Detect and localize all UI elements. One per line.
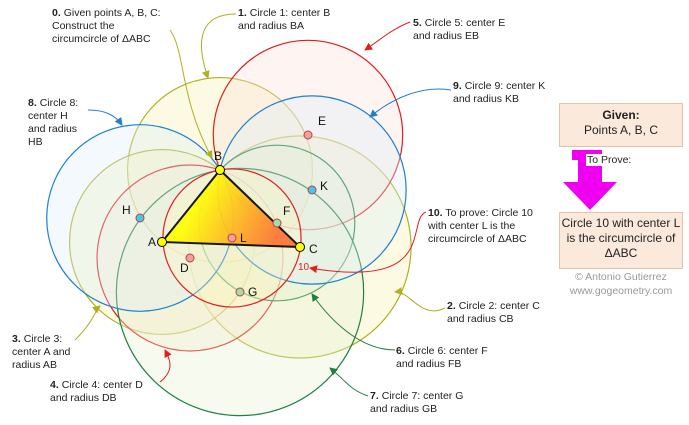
step-10-label: 10. To prove: Circle 10 with center L is… [428, 207, 533, 245]
leader-arrow-6 [311, 293, 396, 351]
point-label-E: E [318, 114, 326, 128]
leader-arrow-1 [201, 13, 237, 79]
circle-10-tag: 10 [298, 262, 310, 273]
point-K [307, 185, 317, 195]
step-7-label: 7. Circle 7: center G and radius GB [370, 390, 464, 415]
prove-arrow [563, 150, 617, 210]
step-2-label: 2. Circle 2: center C and radius CB [447, 300, 540, 325]
point-label-B: B [214, 149, 222, 163]
point-label-K: K [320, 179, 328, 193]
to-prove-label: To Prove: [586, 154, 633, 166]
leader-arrow-4 [159, 349, 172, 383]
triangle-abc [159, 168, 303, 249]
leader-arrow-5 [364, 21, 411, 51]
point-label-G: G [248, 285, 257, 299]
leader-arrow-10 [309, 211, 427, 274]
step-5-label: 5. Circle 5: center E and radius EB [413, 17, 506, 42]
point-label-D: D [180, 261, 189, 275]
step-0-label: 0. Given points A, B, C: Construct the c… [52, 7, 161, 45]
leader-arrow-2 [394, 287, 446, 312]
point-label-L: L [240, 231, 247, 245]
step-1-label: 1. Circle 1: center B and radius BA [238, 7, 331, 32]
leader-arrow-0 [169, 29, 213, 159]
point-H [135, 213, 145, 223]
leader-arrow-3 [74, 305, 101, 341]
step-6-label: 6. Circle 6: center F and radius FB [396, 345, 488, 370]
point-L [227, 233, 237, 243]
point-label-A: A [148, 235, 156, 249]
given-box: Given:Points A, B, C [559, 103, 683, 147]
point-F [272, 218, 282, 228]
leader-arrow-9 [369, 88, 452, 118]
point-D [185, 253, 195, 263]
point-A [157, 237, 167, 247]
point-label-C: C [309, 242, 318, 256]
leader-arrow-8 [87, 109, 123, 126]
point-E [303, 130, 313, 140]
point-B [215, 165, 225, 175]
step-8-label: 8. Circle 8: center H and radius HB [28, 97, 79, 148]
point-label-F: F [283, 204, 290, 218]
step-4-label: 4. Circle 4: center D and radius DB [50, 379, 143, 404]
leader-arrow-7 [329, 367, 369, 397]
point-G [235, 287, 245, 297]
prove-box: Circle 10 with center L is the circumcir… [559, 212, 683, 269]
step-3-label: 3. Circle 3: center A and radius AB [12, 333, 71, 371]
point-label-H: H [122, 203, 131, 217]
point-C [295, 242, 305, 252]
step-9-label: 9. Circle 9: center K and radius KB [453, 80, 546, 105]
